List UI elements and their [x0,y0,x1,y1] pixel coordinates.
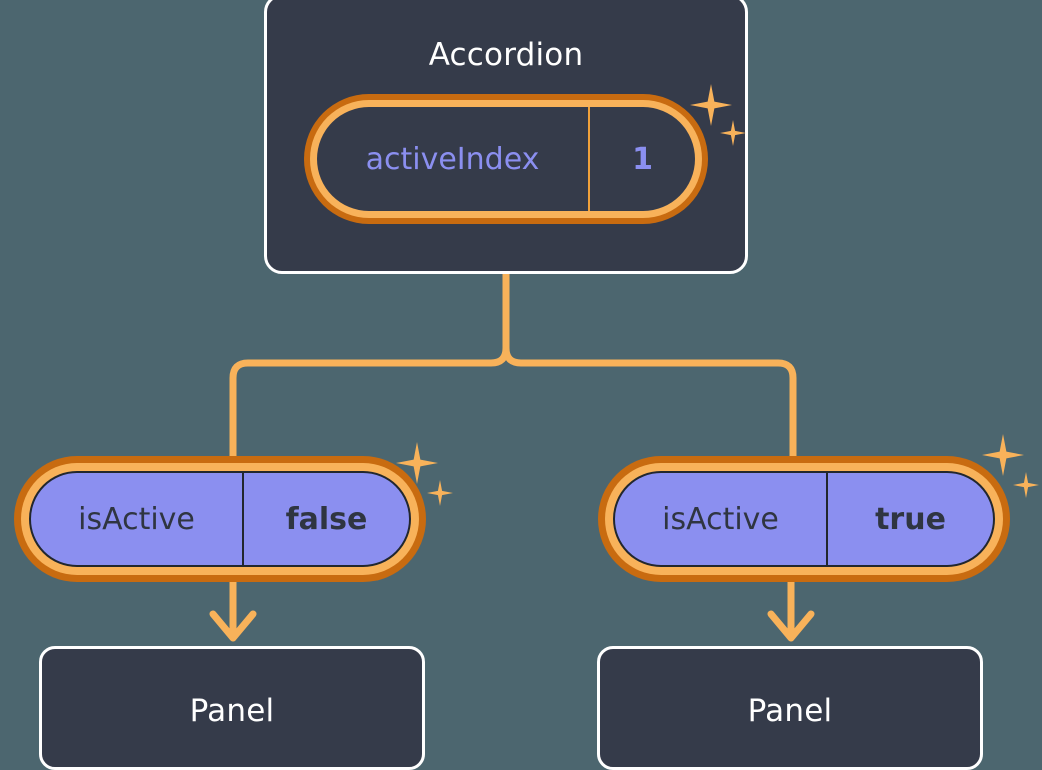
state-pill-face: isActive true [613,471,995,567]
state-value-label: 1 [632,141,653,177]
component-node-panel-right[interactable]: Panel [597,646,983,770]
component-node-panel-left[interactable]: Panel [39,646,425,770]
connector-arrow-right-head [767,610,815,642]
state-pill-is-active-left[interactable]: isActive false [14,456,426,582]
state-key-label: activeIndex [317,107,590,211]
state-pill-is-active-right[interactable]: isActive true [598,456,1010,582]
component-title-accordion: Accordion [428,37,584,73]
state-pill-face: activeIndex 1 [317,107,695,211]
state-pill-face: isActive false [29,471,411,567]
state-value-label: false [285,501,368,537]
sparkle-small-icon [427,480,453,506]
sparkle-large-icon [982,434,1024,476]
sparkle-small-icon [1013,472,1039,498]
state-key-label: isActive [31,473,244,565]
state-value-label: true [875,501,946,537]
component-title-panel-left: Panel [189,693,275,729]
connector-arrow-left-head [209,610,257,642]
component-title-panel-right: Panel [747,693,833,729]
connector-branch-left [229,344,510,466]
state-pill-active-index[interactable]: activeIndex 1 [304,94,708,224]
state-key-label: isActive [615,473,828,565]
connector-branch-right [502,344,797,466]
